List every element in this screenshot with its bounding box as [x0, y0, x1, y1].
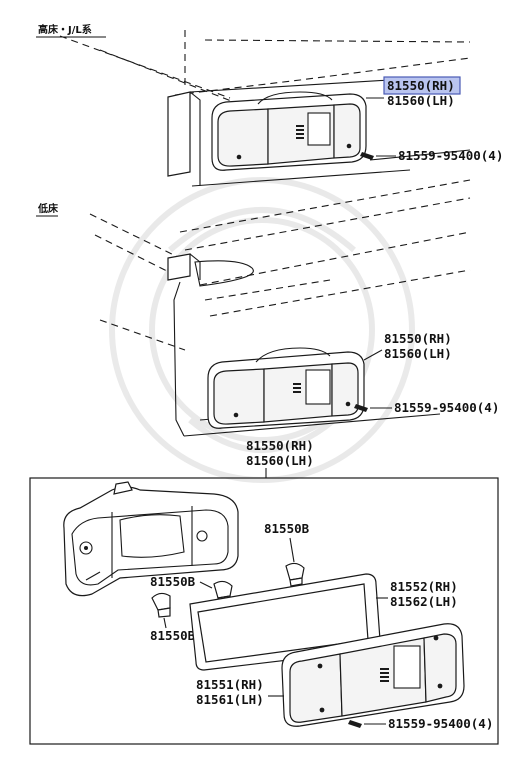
lamp-housing [63, 481, 239, 597]
section-title-upper: 高床・J/L系 [38, 23, 92, 36]
tail-lamp-upper [211, 91, 367, 171]
screw-upper [360, 152, 374, 160]
label-bulb-left: 81550B [150, 574, 196, 589]
screw-exploded [348, 720, 362, 728]
exploded-frame [29, 477, 499, 745]
tail-lamp-middle [207, 347, 365, 429]
lower-section: 低床 [36, 179, 499, 437]
upper-section: 高床・J/L系 [36, 23, 503, 187]
label-mid-rh: 81550(RH) [384, 331, 452, 346]
label-top-rh: 81550(RH) [387, 78, 455, 93]
label-bulb-bottom: 81550B [150, 628, 196, 643]
label-box-screw: 81559-95400(4) [388, 716, 493, 731]
label-top-screw: 81559-95400(4) [398, 148, 503, 163]
exploded-view: 81550(RH) 81560(LH) [29, 438, 499, 745]
label-mid-screw: 81559-95400(4) [394, 400, 499, 415]
label-box-lh: 81560(LH) [246, 453, 314, 468]
bulb-top [285, 562, 305, 587]
bulb-bottom [151, 592, 171, 618]
label-bulb-top: 81550B [264, 521, 310, 536]
label-gasket-rh: 81552(RH) [390, 579, 458, 594]
section-title-lower: 低床 [37, 202, 59, 215]
label-gasket-lh: 81562(LH) [390, 594, 458, 609]
label-box-rh: 81550(RH) [246, 438, 314, 453]
lamp-lens [281, 623, 465, 727]
label-mid-lh: 81560(LH) [384, 346, 452, 361]
label-lens-rh: 81551(RH) [196, 677, 264, 692]
watermark-emblem [109, 177, 415, 483]
screw-middle [354, 404, 368, 412]
label-lens-lh: 81561(LH) [196, 692, 264, 707]
label-top-lh: 81560(LH) [387, 93, 455, 108]
highlight-box [383, 76, 461, 95]
